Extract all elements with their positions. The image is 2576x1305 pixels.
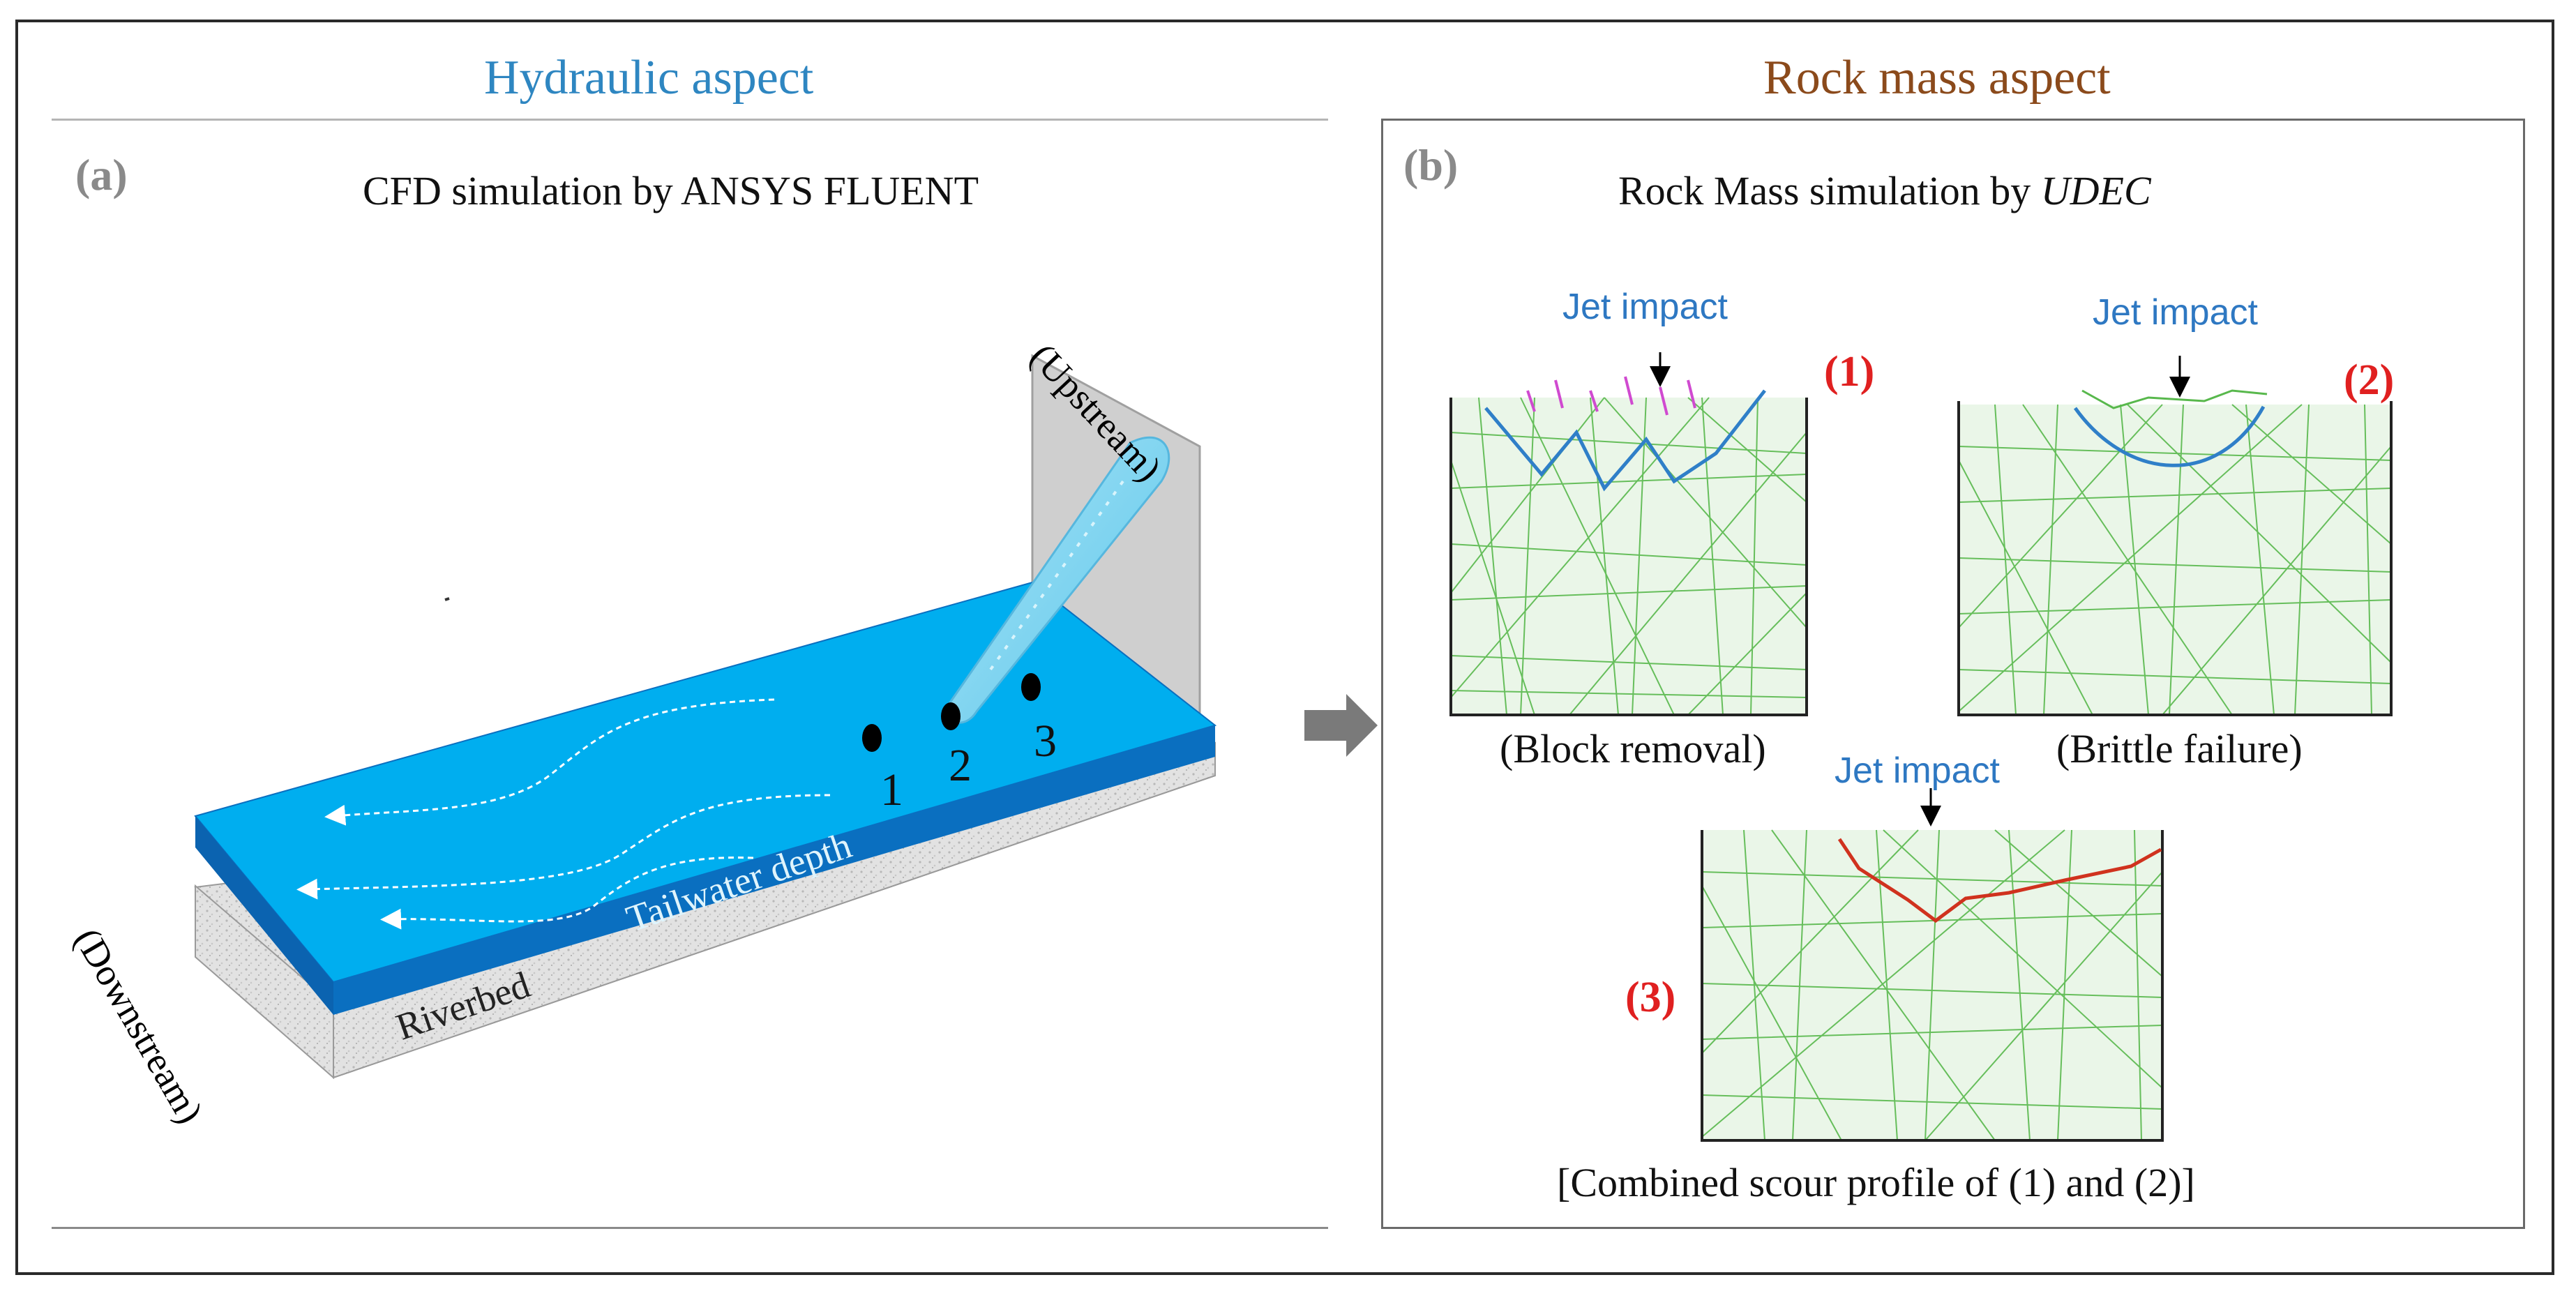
water-front-edge <box>333 725 1215 1015</box>
hydraulic-aspect-title: Hydraulic aspect <box>484 51 814 105</box>
scenario-2-caption: (Brittle failure) <box>2056 726 2303 771</box>
point-3 <box>1021 673 1041 701</box>
rock-box-1 <box>1449 376 1808 716</box>
point-1 <box>862 724 882 752</box>
point-2 <box>941 702 961 730</box>
panel-a-letter: (a) <box>75 150 128 199</box>
scenario-1-caption: (Block removal) <box>1500 726 1766 771</box>
panel-b-frame <box>1381 119 2525 1229</box>
scenario-3-caption: [Combined scour profile of (1) and (2)] <box>1557 1160 2195 1205</box>
panel-arrow <box>1304 694 1378 757</box>
point-1-label: 1 <box>880 764 903 815</box>
point-2-label: 2 <box>949 740 972 791</box>
panel-b-caption: Rock Mass simulation by UDEC <box>1618 167 2151 214</box>
panel-a-caption: CFD simulation by ANSYS FLUENT <box>363 168 979 213</box>
water-side-edge <box>195 816 333 1015</box>
scenario-3-number: (3) <box>1625 974 1676 1021</box>
scenario-2-number: (2) <box>2344 356 2395 404</box>
jet-impact-label-2: Jet impact <box>2093 292 2258 333</box>
rock-box-2 <box>1957 389 2393 716</box>
figure-frame <box>15 20 2554 1275</box>
rock-mass-aspect-title: Rock mass aspect <box>1763 51 2111 105</box>
panel-b-letter: (b) <box>1403 140 1459 190</box>
point-3-label: 3 <box>1034 716 1057 767</box>
jet-impact-label-3: Jet impact <box>1835 750 2000 791</box>
panel-a-frame <box>52 119 1328 1229</box>
scenario-1-number: (1) <box>1824 348 1875 395</box>
rock-box-3 <box>1701 829 2164 1142</box>
panel-b-caption-text: Rock Mass simulation by <box>1618 168 2041 213</box>
jet-impact-label-1: Jet impact <box>1562 287 1728 327</box>
panel-b-caption-udec: UDEC <box>2040 168 2151 213</box>
